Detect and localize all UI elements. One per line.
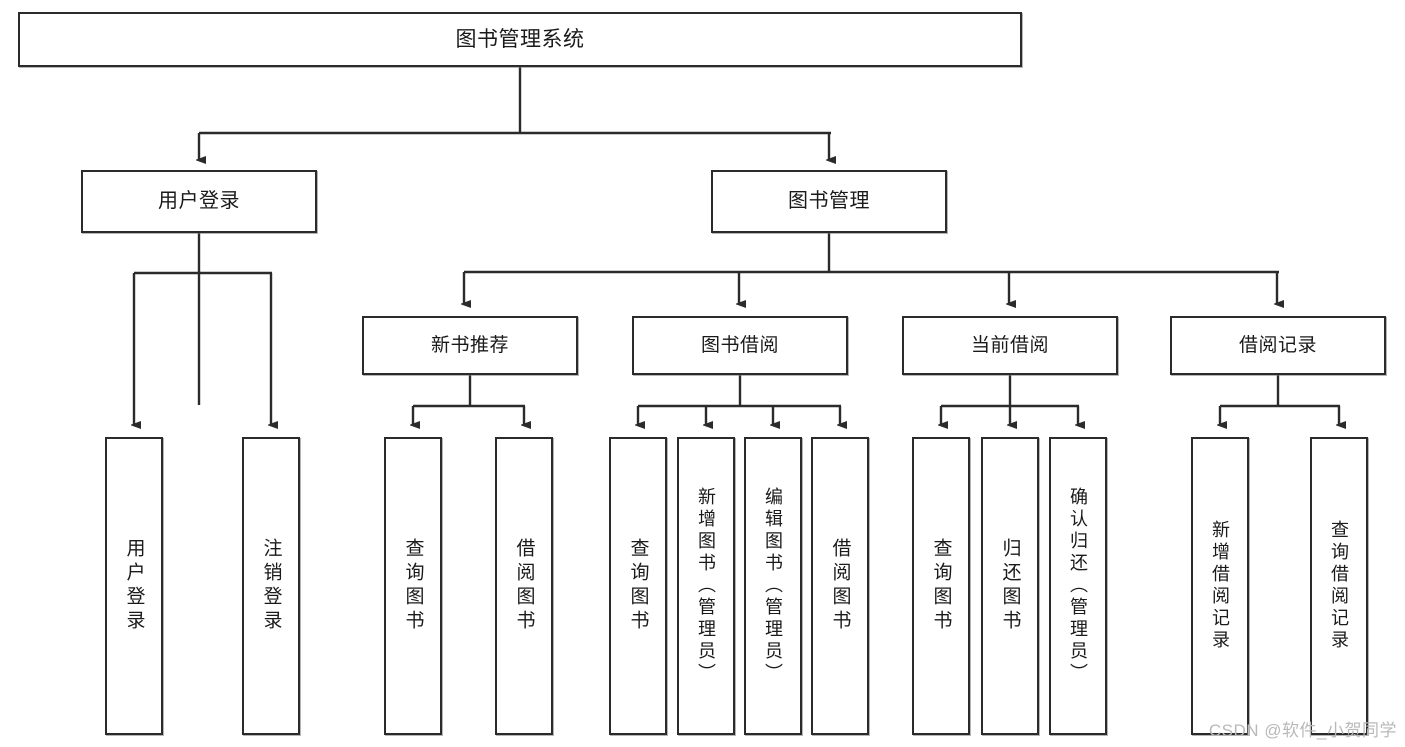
node-label: 当前借阅 bbox=[970, 334, 1049, 356]
leaf-query-book-recommend[interactable]: 查询图书 bbox=[384, 437, 442, 735]
node-borrow-record[interactable]: 借阅记录 bbox=[1170, 316, 1386, 375]
leaf-query-book-borrow[interactable]: 查询图书 bbox=[609, 437, 667, 735]
node-label: 借阅图书 bbox=[829, 538, 851, 634]
node-label: 图书借阅 bbox=[700, 334, 779, 356]
csdn-watermark: CSDN @软件_小贺同学 bbox=[1208, 721, 1397, 740]
node-label: 新书推荐 bbox=[430, 334, 509, 356]
node-label: 查询图书 bbox=[930, 538, 952, 634]
leaf-confirm-return-admin[interactable]: 确认归还（管理员） bbox=[1049, 437, 1107, 735]
leaf-return-book[interactable]: 归还图书 bbox=[981, 437, 1039, 735]
node-label: 图书管理系统 bbox=[455, 27, 585, 51]
node-label: 查询图书 bbox=[627, 538, 649, 634]
node-label: 注销登录 bbox=[260, 538, 282, 634]
leaf-edit-book-admin[interactable]: 编辑图书（管理员） bbox=[744, 437, 802, 735]
node-label: 查询借阅记录 bbox=[1329, 520, 1349, 652]
node-current-borrow[interactable]: 当前借阅 bbox=[902, 316, 1118, 375]
node-user-login[interactable]: 用户登录 bbox=[81, 170, 317, 233]
node-label: 新增借阅记录 bbox=[1210, 520, 1230, 652]
leaf-add-book-admin[interactable]: 新增图书（管理员） bbox=[677, 437, 735, 735]
node-label: 新增图书（管理员） bbox=[696, 487, 716, 685]
node-book-management[interactable]: 图书管理 bbox=[711, 170, 947, 233]
leaf-user-login[interactable]: 用户登录 bbox=[105, 437, 163, 735]
leaf-borrow-book-recommend[interactable]: 借阅图书 bbox=[495, 437, 553, 735]
leaf-query-borrow-record[interactable]: 查询借阅记录 bbox=[1310, 437, 1368, 735]
leaf-add-borrow-record[interactable]: 新增借阅记录 bbox=[1191, 437, 1249, 735]
node-label: 编辑图书（管理员） bbox=[763, 487, 783, 685]
leaf-query-book-current[interactable]: 查询图书 bbox=[912, 437, 970, 735]
node-label: 借阅记录 bbox=[1238, 334, 1317, 356]
node-label: 用户登录 bbox=[158, 190, 240, 213]
leaf-logout[interactable]: 注销登录 bbox=[242, 437, 300, 735]
node-root-book-management-system[interactable]: 图书管理系统 bbox=[18, 12, 1022, 67]
node-label: 借阅图书 bbox=[513, 538, 535, 634]
node-label: 确认归还（管理员） bbox=[1068, 487, 1088, 685]
node-book-borrow[interactable]: 图书借阅 bbox=[632, 316, 848, 375]
leaf-borrow-book[interactable]: 借阅图书 bbox=[811, 437, 869, 735]
node-new-book-recommend[interactable]: 新书推荐 bbox=[362, 316, 578, 375]
node-label: 归还图书 bbox=[999, 538, 1021, 634]
node-label: 查询图书 bbox=[402, 538, 424, 634]
node-label: 用户登录 bbox=[123, 538, 145, 634]
node-label: 图书管理 bbox=[788, 190, 870, 213]
